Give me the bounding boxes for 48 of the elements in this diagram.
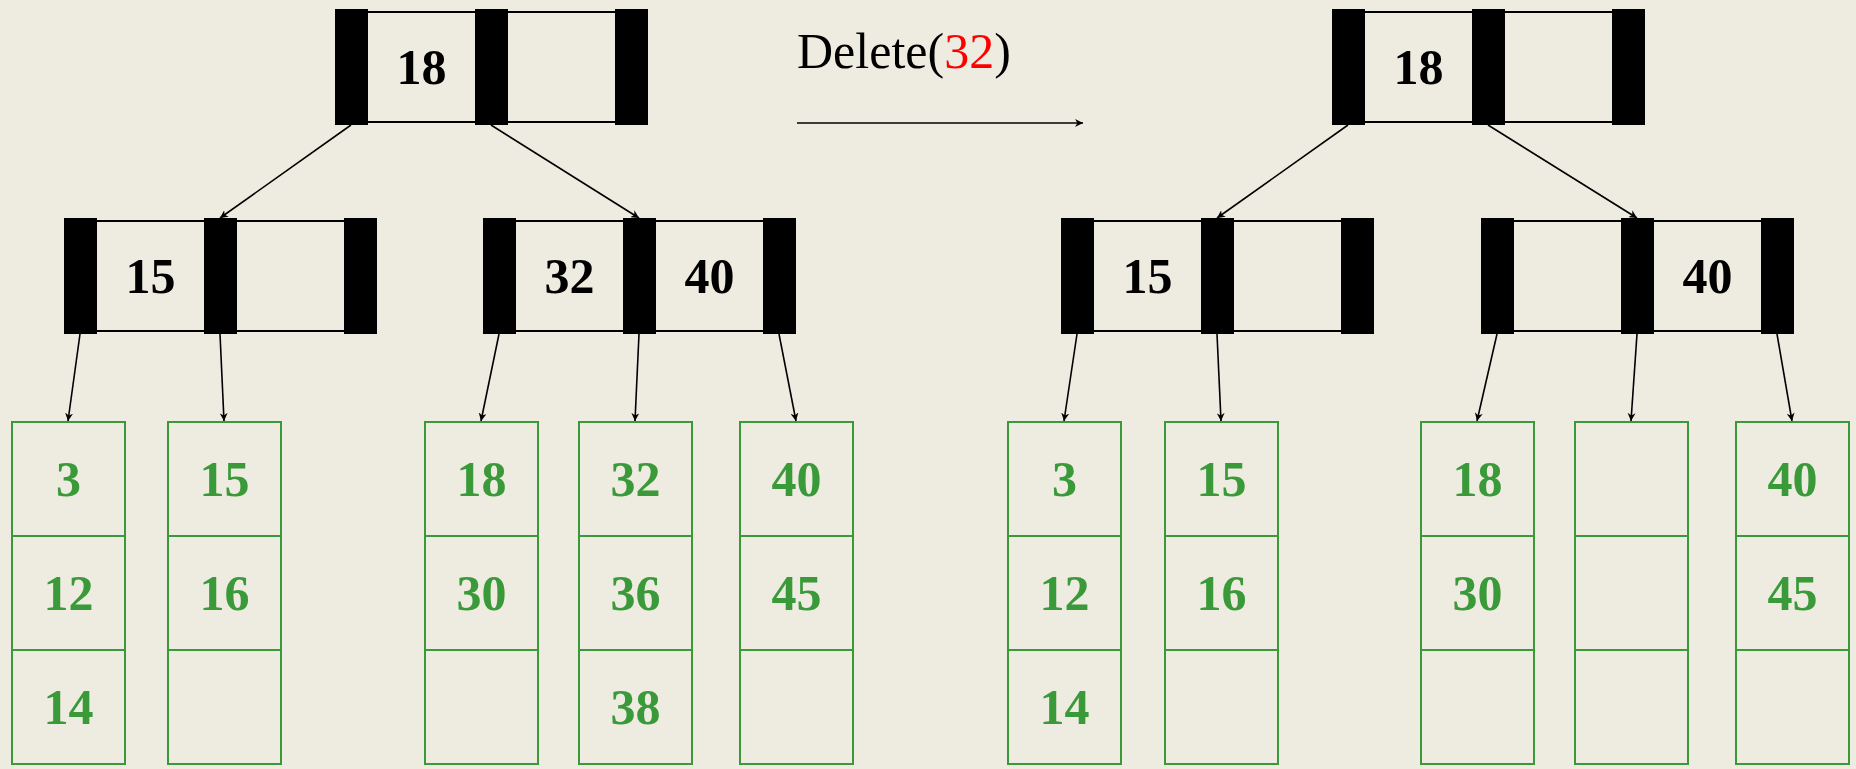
key-value: 36: [610, 568, 661, 618]
key-value: 14: [1039, 682, 1090, 732]
index-node: [64, 218, 377, 334]
arrow: [1474, 333, 1498, 422]
index-node: [1332, 9, 1645, 125]
key-value: 18: [1393, 42, 1444, 92]
arrow: [478, 333, 500, 422]
key-value: 30: [456, 568, 507, 618]
key-value: 16: [199, 568, 250, 618]
key-value: 32: [610, 454, 661, 504]
index-node: [335, 9, 648, 125]
key-value: 40: [1682, 251, 1733, 301]
key-value: 3: [56, 454, 81, 504]
key-value: 38: [610, 682, 661, 732]
key-value: 15: [1122, 251, 1173, 301]
arrow: [1627, 333, 1638, 422]
arrow: [490, 124, 640, 219]
key-value: 15: [199, 454, 250, 504]
key-value: 18: [396, 42, 447, 92]
index-node: [1061, 218, 1374, 334]
arrow: [219, 124, 352, 219]
arrow: [219, 333, 228, 422]
key-value: 45: [771, 568, 822, 618]
key-value: 32: [544, 251, 595, 301]
key-value: 18: [1452, 454, 1503, 504]
key-value: 40: [684, 251, 735, 301]
key-value: 18: [456, 454, 507, 504]
index-node: [483, 218, 796, 334]
key-value: 15: [1196, 454, 1247, 504]
key-value: 40: [1767, 454, 1818, 504]
arrow: [778, 333, 799, 422]
index-node: [1481, 218, 1794, 334]
arrow: [1487, 124, 1638, 219]
arrow: [1061, 333, 1078, 422]
arrow: [65, 333, 81, 422]
arrow: [1216, 124, 1349, 219]
arrow: [631, 333, 640, 422]
key-value: 45: [1767, 568, 1818, 618]
arrow: [1216, 333, 1225, 422]
key-value: 14: [43, 682, 94, 732]
key-value: 12: [43, 568, 94, 618]
key-value: 30: [1452, 568, 1503, 618]
key-value: 40: [771, 454, 822, 504]
key-value: 16: [1196, 568, 1247, 618]
arrow: [1776, 333, 1795, 422]
key-value: 3: [1052, 454, 1077, 504]
key-value: 12: [1039, 568, 1090, 618]
key-value: 15: [125, 251, 176, 301]
